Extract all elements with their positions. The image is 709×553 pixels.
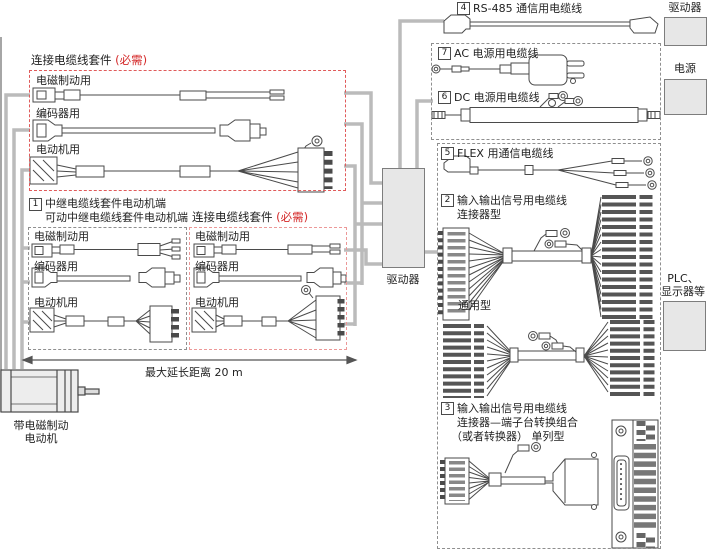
mid-kit-required-badge: (必需) bbox=[276, 210, 309, 224]
item6-label: DC 电源用电缆线 bbox=[454, 91, 540, 104]
io-connector-cable-drawing bbox=[438, 195, 653, 321]
item4-number-badge: 4 bbox=[457, 2, 470, 15]
motor-label: 带电磁制动电动机 bbox=[0, 419, 82, 445]
item7-label: AC 电源用电缆线 bbox=[454, 47, 539, 60]
power-target-box bbox=[664, 79, 707, 115]
plc-label-line2: 显示器等 bbox=[661, 285, 705, 298]
item2-label-line2: 连接器型 bbox=[457, 208, 501, 221]
item6-number-badge: 6 bbox=[438, 91, 451, 104]
io-terminal-cable-drawing bbox=[440, 442, 599, 510]
brake-cable-drawing-relay bbox=[31, 238, 181, 260]
relay-kit-title-line1: 中继电缆线套件电动机端 bbox=[45, 197, 166, 210]
driver-target-label: 驱动器 bbox=[668, 1, 702, 14]
mid-connection-kit-box bbox=[189, 227, 347, 350]
mid-encoder-label: 编码器用 bbox=[195, 260, 239, 273]
relay-kit-box bbox=[28, 227, 187, 350]
power-cables-box bbox=[431, 43, 661, 140]
item3-label-line2: 连接器—端子台转换组合 bbox=[457, 416, 578, 429]
item3-number-badge: 3 bbox=[441, 402, 454, 415]
driver-box bbox=[382, 168, 425, 268]
top-encoder-label: 编码器用 bbox=[36, 107, 80, 120]
dimension-arrow bbox=[21, 355, 358, 365]
top-motor-label: 电动机用 bbox=[36, 143, 80, 156]
connection-lines-driver-left bbox=[344, 91, 383, 326]
relay-motor-label: 电动机用 bbox=[34, 296, 78, 309]
motor-drawing bbox=[0, 369, 100, 413]
brake-cable-drawing-top bbox=[32, 87, 285, 103]
mid-brake-label: 电磁制动用 bbox=[195, 230, 250, 243]
top-brake-label: 电磁制动用 bbox=[36, 74, 91, 87]
encoder-cable-drawing-relay bbox=[31, 267, 181, 288]
item3-label-line1: 输入输出信号用电缆线 bbox=[457, 402, 567, 415]
signal-cables-box bbox=[437, 143, 661, 549]
motor-cable-drawing-mid bbox=[191, 285, 345, 341]
dimension-label: 最大延长距离 20 m bbox=[145, 366, 243, 379]
item4-label: RS-485 通信用电缆线 bbox=[473, 2, 583, 15]
plc-target-box bbox=[663, 301, 706, 351]
item3-label-line3: （或者转换器） 单列型 bbox=[451, 430, 565, 443]
rs485-cable-drawing bbox=[443, 14, 659, 34]
connection-lines-left bbox=[4, 93, 30, 369]
plc-label-line1: PLC、 bbox=[667, 272, 699, 285]
driver-target-box bbox=[664, 17, 707, 46]
top-kit-title-text: 连接电缆线套件 bbox=[31, 53, 112, 67]
io-general-cable-drawing bbox=[443, 320, 655, 398]
item2-number-badge: 2 bbox=[441, 194, 454, 207]
brake-cable-drawing-mid bbox=[193, 243, 341, 258]
power-target-label: 电源 bbox=[674, 62, 696, 75]
top-connection-kit-box bbox=[29, 70, 346, 191]
encoder-cable-drawing-mid bbox=[193, 267, 347, 288]
dc-power-cable-drawing bbox=[431, 91, 661, 123]
top-kit-title: 连接电缆线套件 (必需) bbox=[31, 54, 147, 67]
mid-kit-title: 连接电缆线套件 (必需) bbox=[192, 211, 308, 224]
terminal-block-drawing bbox=[611, 419, 659, 549]
encoder-cable-drawing-top bbox=[32, 119, 267, 142]
driver-label: 驱动器 bbox=[386, 273, 420, 286]
relay-kit-title-line2: 可动中继电缆线套件电动机端 bbox=[45, 211, 188, 224]
flex-cable-drawing bbox=[443, 155, 657, 190]
mid-motor-label: 电动机用 bbox=[195, 296, 239, 309]
relay-brake-label: 电磁制动用 bbox=[34, 230, 89, 243]
item5-label: FLEX 用通信电缆线 bbox=[457, 147, 554, 160]
item2-label-line1: 输入输出信号用电缆线 bbox=[457, 194, 567, 207]
motor-cable-drawing-relay bbox=[29, 305, 179, 343]
relay-encoder-label: 编码器用 bbox=[34, 260, 78, 273]
item7-number-badge: 7 bbox=[438, 47, 451, 60]
item1-number-badge: 1 bbox=[29, 198, 42, 211]
top-kit-required-badge: (必需) bbox=[115, 53, 148, 67]
item5-number-badge: 5 bbox=[441, 147, 454, 160]
general-type-label: 通用型 bbox=[458, 299, 491, 312]
motor-cable-drawing-top bbox=[29, 135, 333, 193]
connection-lines-driver-right bbox=[398, 19, 444, 254]
ac-power-cable-drawing bbox=[431, 54, 585, 86]
mid-kit-title-text: 连接电缆线套件 bbox=[192, 210, 273, 224]
plc-target-label: PLC、显示器等 bbox=[650, 272, 709, 298]
motor-label-line1: 带电磁制动 bbox=[13, 419, 69, 432]
motor-label-line2: 电动机 bbox=[24, 432, 58, 445]
